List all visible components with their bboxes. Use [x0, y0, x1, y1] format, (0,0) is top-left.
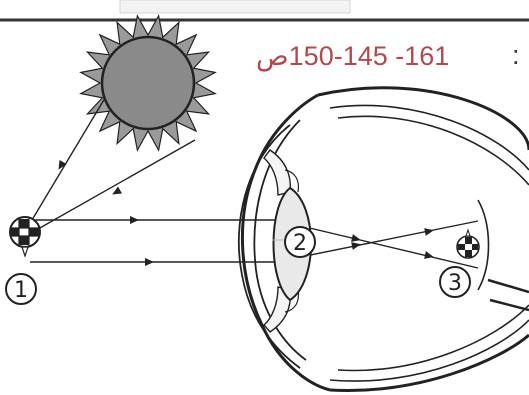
label-object: 1 — [6, 274, 36, 304]
label-image-text: 3 — [448, 271, 462, 296]
sun-ray-left — [29, 98, 105, 225]
sun-icon — [81, 16, 215, 150]
label-lens: 2 — [285, 227, 315, 257]
label-image: 3 — [440, 267, 470, 297]
label-object-text: 1 — [14, 278, 28, 303]
page-reference-colon: : — [512, 40, 520, 71]
top-strip — [0, 0, 529, 20]
checkered-ball-icon — [10, 217, 40, 256]
inverted-ball-icon — [457, 230, 479, 258]
sun-ray-right — [31, 140, 195, 233]
page-reference: 161- 150-145ص — [256, 41, 449, 72]
label-lens-text: 2 — [293, 231, 307, 256]
